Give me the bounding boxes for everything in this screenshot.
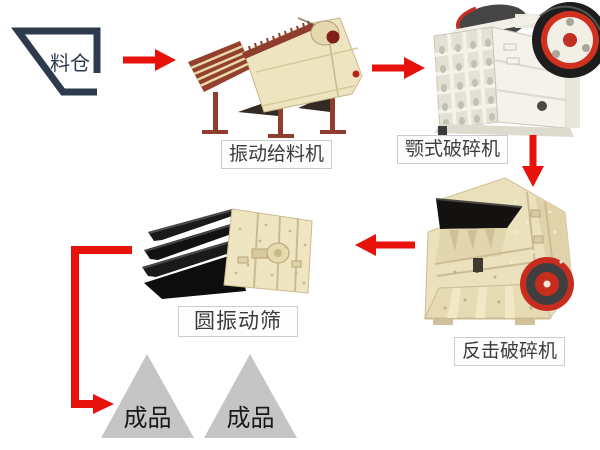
jaw-crusher-label: 颚式破碎机 xyxy=(397,135,509,164)
jaw-crusher-image xyxy=(433,2,600,137)
arrow-down-icon xyxy=(522,135,544,187)
product-1-label: 成品 xyxy=(123,404,172,432)
impact-crusher-image xyxy=(424,177,574,325)
feeder-label-text: 振动给料机 xyxy=(229,143,325,165)
product-2-label: 成品 xyxy=(226,404,275,432)
product-pile-1: 成品 xyxy=(100,352,195,440)
feeder-label: 振动给料机 xyxy=(221,140,333,169)
product-pile-2: 成品 xyxy=(203,352,298,440)
vibrating-screen-image xyxy=(142,208,313,299)
connector-arrow-icon xyxy=(71,246,132,414)
hopper-label: 料仓 xyxy=(50,51,90,75)
screen-label: 圆振动筛 xyxy=(178,306,298,337)
screen-label-text: 圆振动筛 xyxy=(194,309,282,333)
arrow-left-icon xyxy=(355,234,415,256)
hopper-shape: 料仓 xyxy=(10,22,110,102)
arrow-right-icon xyxy=(123,49,176,71)
impact-crusher-label-text: 反击破碎机 xyxy=(462,340,558,362)
arrow-right-icon xyxy=(372,57,425,79)
pile-triangle-icon xyxy=(101,354,194,438)
vibrating-feeder-image xyxy=(188,17,363,138)
hopper-outline-icon xyxy=(11,27,101,96)
jaw-crusher-label-text: 颚式破碎机 xyxy=(405,138,501,160)
impact-crusher-label: 反击破碎机 xyxy=(454,337,566,366)
pile-triangle-icon xyxy=(204,354,297,438)
